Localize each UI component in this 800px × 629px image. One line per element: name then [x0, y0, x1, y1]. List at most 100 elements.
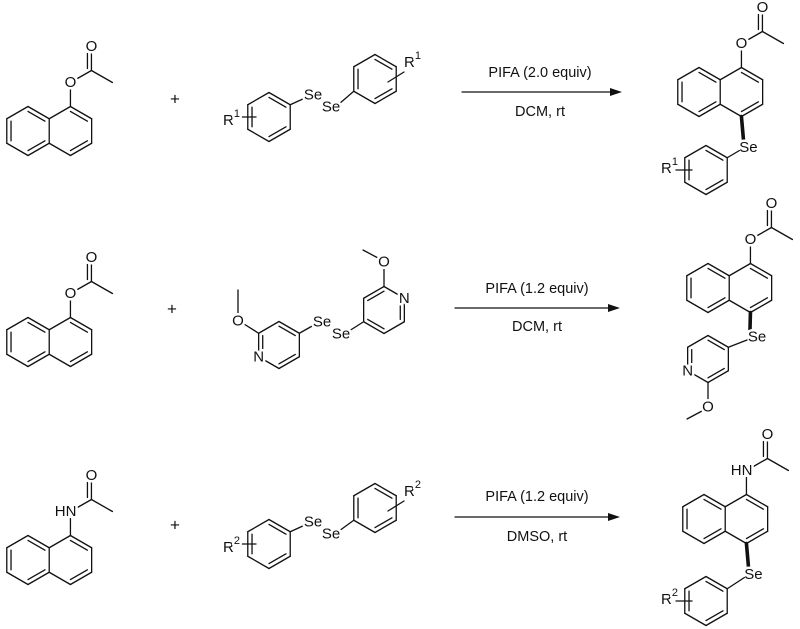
- reagent-label: PIFA (1.2 equiv): [485, 281, 588, 297]
- bond: [268, 555, 291, 570]
- bond: [705, 612, 728, 627]
- bond: [770, 226, 794, 241]
- bond: [76, 69, 93, 80]
- bond: [677, 103, 700, 118]
- bond: [27, 105, 50, 120]
- bond: [727, 339, 748, 348]
- bond: [707, 370, 730, 384]
- inner-double-bond: [278, 353, 296, 365]
- bond: [48, 534, 72, 549]
- substituent-bond: [387, 500, 405, 512]
- bond: [278, 320, 301, 334]
- inner-double-bond: [27, 321, 46, 333]
- selenium-label: Se: [748, 329, 766, 346]
- bond: [719, 66, 743, 81]
- substituent-symbol: R: [223, 112, 234, 129]
- bond: [353, 53, 376, 68]
- selenium-label: Se: [304, 514, 322, 531]
- inner-double-bond: [705, 580, 724, 592]
- inner-double-bond: [374, 58, 393, 70]
- substituent-label: R2: [661, 587, 678, 608]
- bond: [90, 498, 114, 513]
- bond: [76, 498, 93, 509]
- bond: [48, 571, 72, 586]
- pyridine-nitrogen-label: N: [682, 362, 693, 379]
- bond: [705, 181, 728, 196]
- bond: [698, 66, 721, 81]
- scheme-1-plus: +: [170, 90, 180, 109]
- bond: [726, 149, 741, 159]
- inner-double-bond: [705, 610, 724, 622]
- bond: [353, 482, 376, 497]
- bond: [69, 316, 93, 331]
- bond: [257, 356, 280, 370]
- inner-double-bond: [707, 367, 725, 379]
- bond: [353, 90, 376, 105]
- selenium-label: Se: [322, 526, 340, 543]
- inner-double-bond: [69, 569, 89, 581]
- inner-double-bond: [740, 101, 760, 113]
- bond: [69, 353, 93, 368]
- inner-double-bond: [27, 539, 46, 551]
- bond: [247, 555, 270, 570]
- substituent-bond: [387, 71, 405, 83]
- scheme-3-plus: +: [170, 516, 180, 535]
- bond: [684, 612, 707, 627]
- bond: [338, 519, 355, 532]
- methyl-bond: [362, 249, 379, 259]
- ester-oxygen-label: O: [65, 74, 77, 91]
- inner-double-bond: [268, 96, 287, 108]
- inner-double-bond: [374, 88, 393, 100]
- plus-sign: +: [167, 300, 177, 319]
- bond: [686, 262, 709, 277]
- bond: [740, 103, 764, 118]
- substituent-label: R1: [661, 156, 678, 177]
- bond: [268, 518, 291, 533]
- bond: [338, 90, 355, 105]
- inner-double-bond: [374, 487, 393, 499]
- inner-double-bond: [278, 325, 296, 337]
- substituent-symbol: R: [404, 483, 415, 500]
- bond: [353, 519, 376, 534]
- bond: [766, 457, 790, 472]
- bond: [728, 262, 752, 277]
- bond: [698, 103, 721, 118]
- bond: [6, 105, 29, 120]
- bond: [724, 530, 748, 545]
- scheme-1-reactant-naphthyl-acetate: OO: [6, 36, 114, 157]
- bond: [705, 144, 728, 159]
- inner-double-bond: [707, 339, 725, 351]
- bond: [374, 519, 397, 534]
- arrowhead: [610, 88, 622, 96]
- ester-oxygen-label: O: [745, 231, 757, 248]
- bond: [686, 370, 709, 384]
- bond: [705, 575, 728, 590]
- bond: [27, 353, 50, 368]
- substituent-label: R2: [223, 535, 240, 556]
- bond: [707, 299, 730, 314]
- bond: [383, 285, 406, 299]
- reagent-label: PIFA (2.0 equiv): [488, 65, 591, 81]
- bond: [348, 321, 365, 332]
- selenium-label: Se: [332, 326, 350, 343]
- bond: [247, 518, 270, 533]
- inner-double-bond: [707, 267, 726, 279]
- substituent-symbol: R: [661, 160, 672, 177]
- wedge-bond: [739, 114, 746, 142]
- carbonyl-oxygen-label: O: [86, 467, 98, 484]
- bond: [289, 524, 306, 533]
- inner-double-bond: [374, 517, 393, 529]
- bond: [69, 534, 93, 549]
- bond: [48, 316, 72, 331]
- substituent-index: 2: [234, 535, 240, 547]
- bond: [6, 142, 29, 157]
- inner-double-bond: [27, 140, 46, 152]
- bond: [69, 105, 93, 120]
- inner-double-bond: [69, 110, 89, 122]
- methyl-bond: [686, 410, 703, 420]
- inner-double-bond: [749, 267, 769, 279]
- bond: [362, 285, 385, 299]
